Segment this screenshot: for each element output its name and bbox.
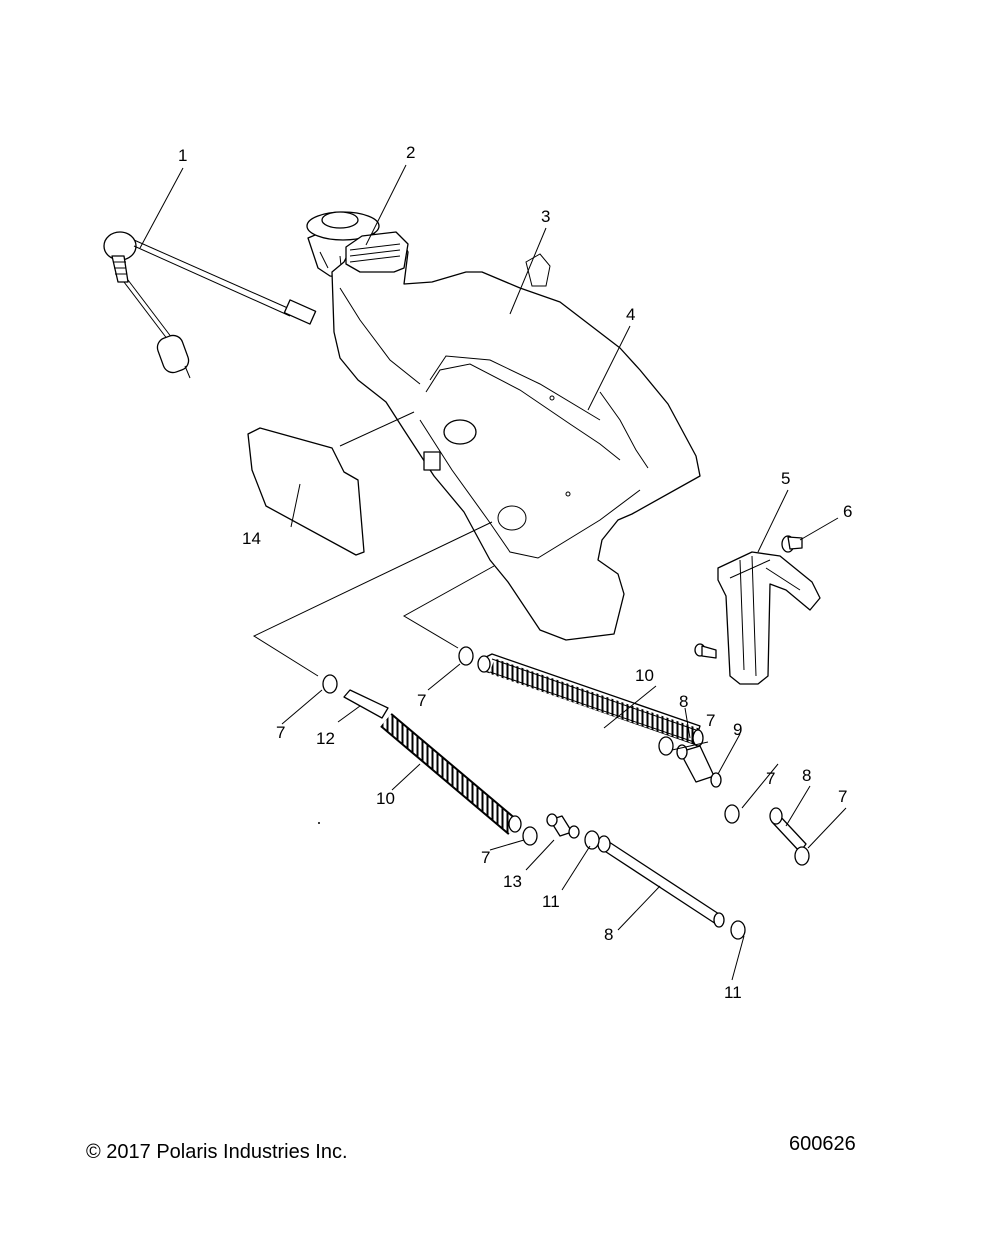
callout-5: 5 xyxy=(781,469,790,488)
callout-9: 9 xyxy=(733,720,742,739)
callout-10-upper: 10 xyxy=(635,666,654,685)
callout-7-right-b: 7 xyxy=(838,787,847,806)
stray-mark xyxy=(318,822,320,824)
copyright-notice: © 2017 Polaris Industries Inc. xyxy=(86,1141,348,1163)
callout-11-left: 11 xyxy=(542,892,560,911)
diagram-number: 600626 xyxy=(789,1133,856,1155)
callout-3: 3 xyxy=(541,207,550,226)
fuel-tank-part xyxy=(331,231,701,641)
callout-labels: 1 2 3 4 5 6 7 7 7 7 7 7 8 8 8 9 10 10 11… xyxy=(178,143,852,1002)
clamp-and-fitting-parts xyxy=(322,646,810,940)
callout-8-bottom: 8 xyxy=(604,925,613,944)
callout-13: 13 xyxy=(503,872,522,891)
callout-7-lower: 7 xyxy=(481,848,490,867)
callout-11-right: 11 xyxy=(724,983,742,1002)
callout-1: 1 xyxy=(178,146,187,165)
callout-6: 6 xyxy=(843,502,852,521)
callout-8-right: 8 xyxy=(802,766,811,785)
callout-7-left-upper: 7 xyxy=(417,691,426,710)
callout-4: 4 xyxy=(626,305,635,324)
bracket-screw-part xyxy=(694,535,803,659)
routing-lines xyxy=(252,411,495,677)
callout-14: 14 xyxy=(242,529,261,548)
bracket-part xyxy=(717,551,821,685)
callout-2: 2 xyxy=(406,143,415,162)
callout-7-right-a: 7 xyxy=(766,769,775,788)
callout-8-upper: 8 xyxy=(679,692,688,711)
callout-7-center: 7 xyxy=(706,711,715,730)
leader-lines xyxy=(139,164,847,981)
hose-and-tube-parts xyxy=(343,653,807,928)
callout-10-lower: 10 xyxy=(376,789,395,808)
callout-7-left-lower: 7 xyxy=(276,723,285,742)
callout-12: 12 xyxy=(316,729,335,748)
fuel-sender-part xyxy=(103,231,317,379)
insulator-pad-part xyxy=(247,427,365,556)
